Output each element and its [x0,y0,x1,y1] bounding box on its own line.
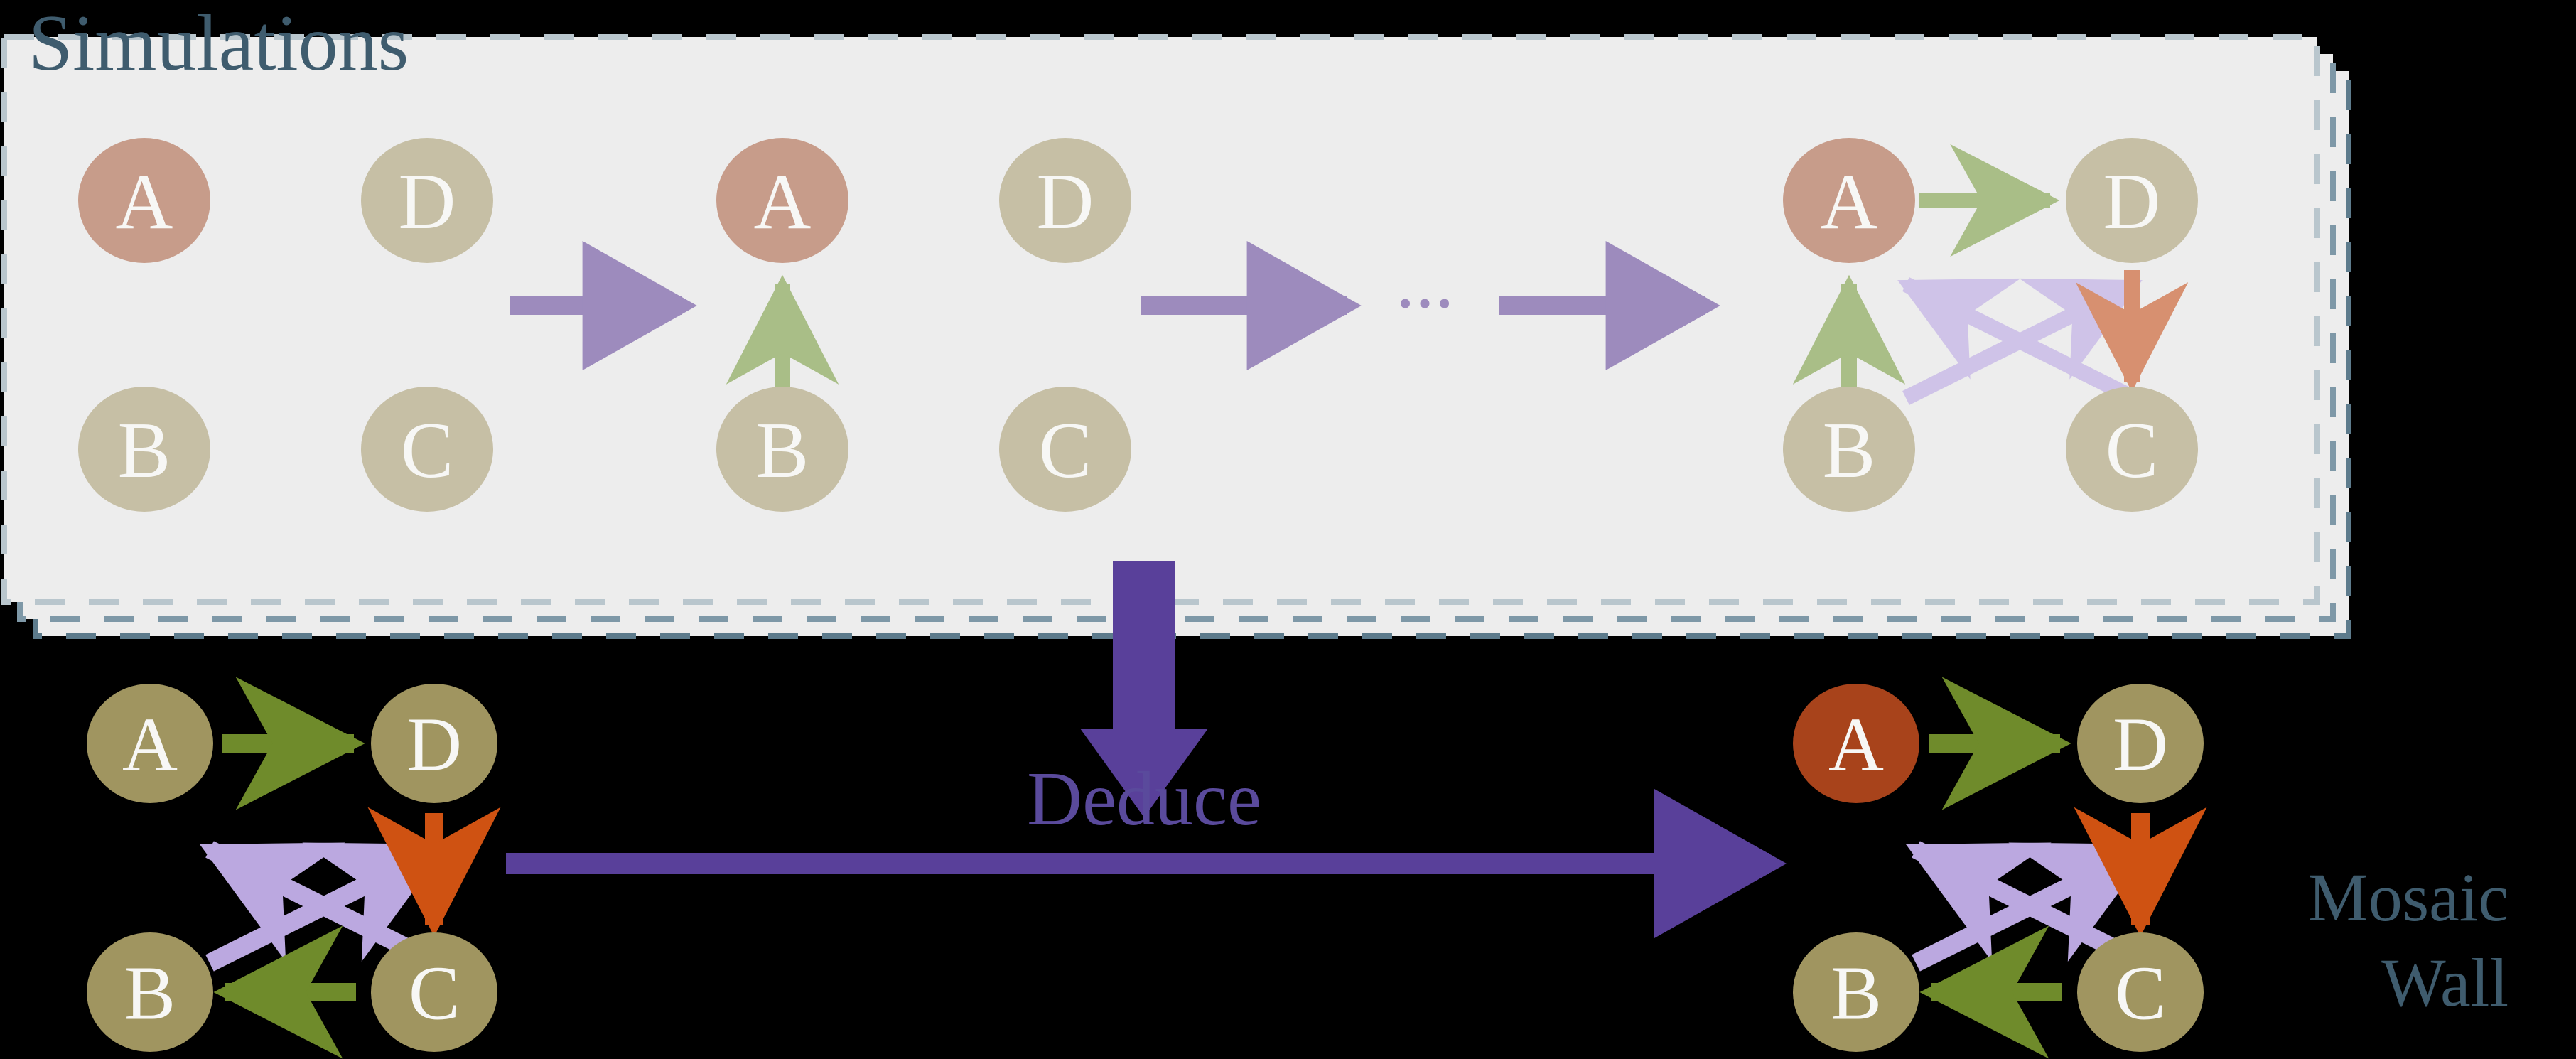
node-D-label: D [399,158,456,246]
node-B-circle [87,932,213,1052]
ellipsis-label: ... [1396,237,1455,324]
node-C-circle [2066,387,2198,512]
node-B-label: B [124,952,176,1036]
node-D-label: D [2113,703,2168,787]
sim-graph-final: A D B C [1783,138,2198,512]
node-D-label: D [406,703,462,787]
node-D-circle [2066,138,2198,263]
node-C-label: C [1039,407,1092,495]
node-A-circle [78,138,210,263]
node-B-circle [1793,932,1919,1052]
node-B-label: B [118,407,171,495]
node-A-circle [87,684,213,803]
deduce-arrow-down [1080,561,1208,817]
mosaic-wall-graph: A D B C [1793,677,2207,1059]
sim-graph-1: A D B C [78,138,493,512]
node-A-circle [1783,138,1915,263]
deduce-arrow-shape [1080,561,1208,817]
node-B-circle [716,387,848,512]
node-D-circle [361,138,493,263]
node-B-circle [1783,387,1915,512]
simulations-title: Simulations [28,0,409,87]
node-D-circle [2077,684,2204,803]
node-A-label: A [122,703,178,787]
node-C-circle [999,387,1131,512]
node-C-circle [371,932,497,1052]
deduce-label: Deduce [1027,757,1261,842]
node-C-label: C [2106,407,2159,495]
node-B-circle [78,387,210,512]
deduced-graph-left: A D B C [87,677,501,1059]
node-C-circle [361,387,493,512]
node-C-circle [2077,932,2204,1052]
node-A-label: A [754,158,812,246]
node-D-circle [999,138,1131,263]
node-A-circle [716,138,848,263]
node-B-label: B [1823,407,1876,495]
node-A-label: A [1821,158,1878,246]
sim-graph-2: A D B C [716,138,1131,512]
node-D-label: D [1037,158,1094,246]
node-D-circle [371,684,497,803]
node-A-label: A [116,158,173,246]
node-A-label: A [1828,703,1884,787]
node-B-label: B [1831,952,1882,1036]
node-C-label: C [2115,952,2166,1036]
node-C-label: C [401,407,454,495]
node-D-label: D [2103,158,2161,246]
mosaic-wall-label: Mosaic Wall [2307,859,2508,1021]
node-A-circle [1793,684,1919,803]
node-B-label: B [756,407,809,495]
mosaic-wall-line1: Mosaic [2307,859,2508,935]
mosaic-wall-line2: Wall [2381,945,2508,1021]
node-C-label: C [409,952,460,1036]
